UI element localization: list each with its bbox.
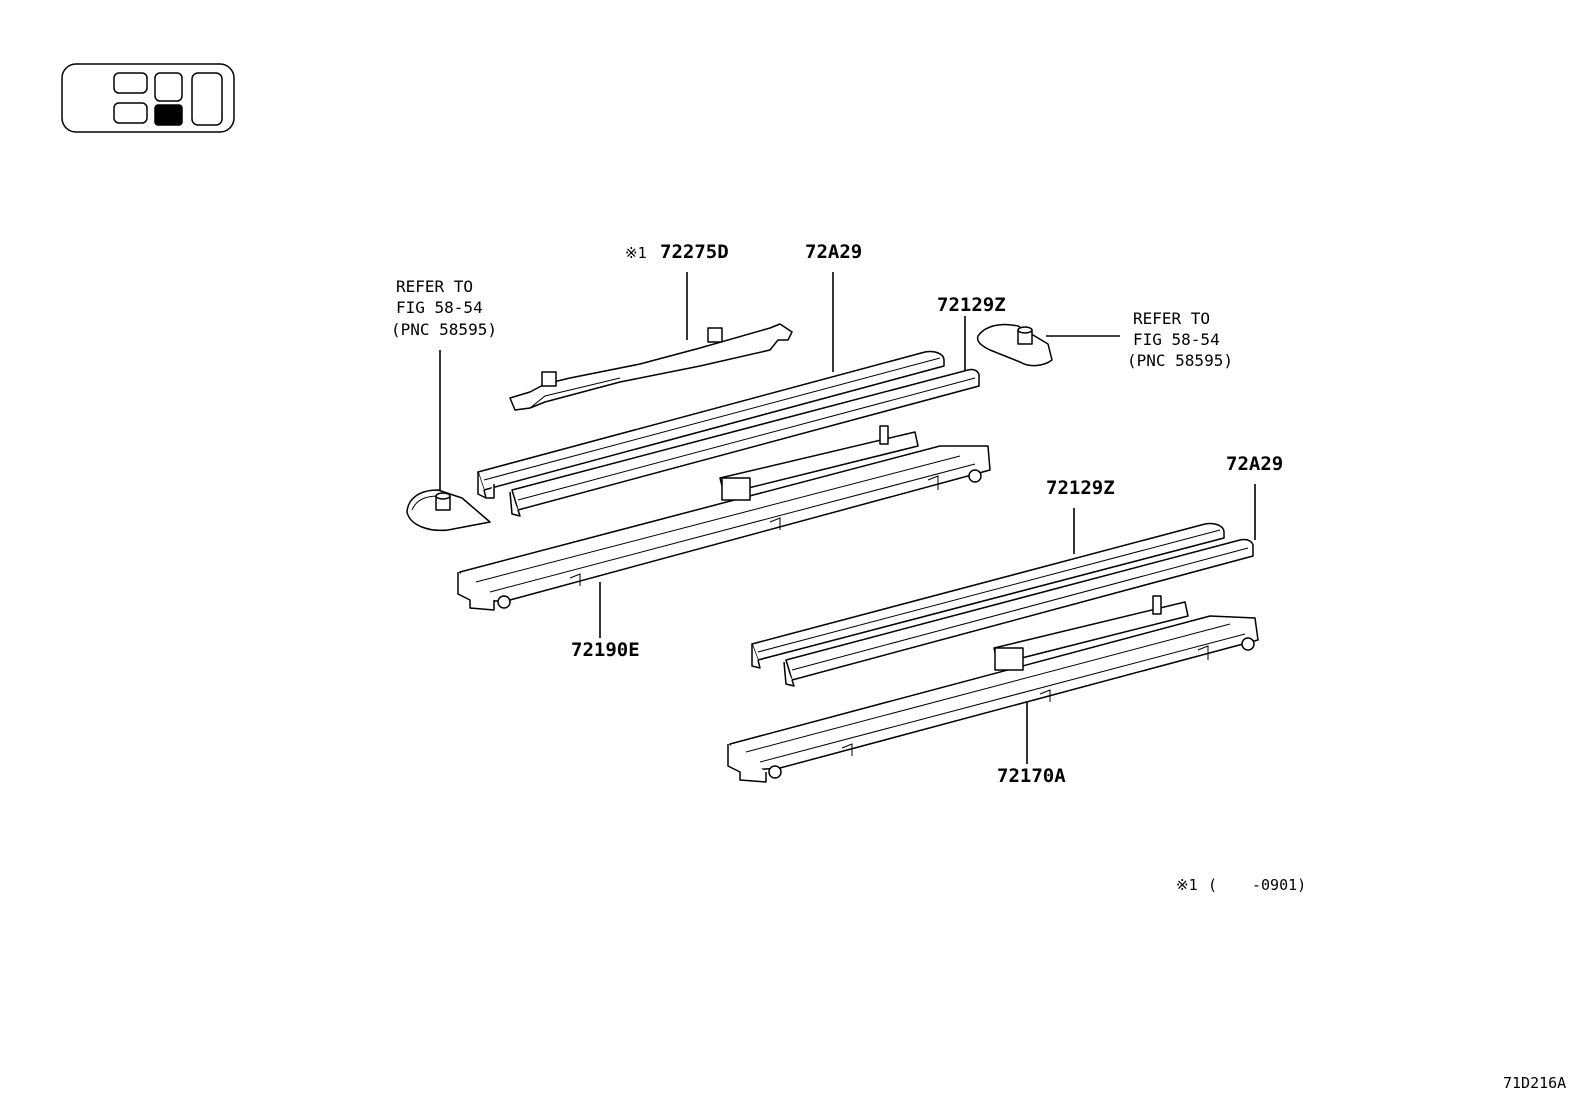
callout-72A29-lower: 72A29 xyxy=(1226,453,1283,475)
right-end-cap xyxy=(976,323,1053,367)
callout-72170A: 72170A xyxy=(997,765,1066,787)
refer-left-line3: (PNC 58595) xyxy=(391,320,497,339)
upper-shade-assembly-72190E xyxy=(457,425,991,611)
refer-left-line2: FIG 58-54 xyxy=(396,298,483,317)
refer-right-line3: (PNC 58595) xyxy=(1127,351,1233,370)
footnote: ※1 ( -0901) xyxy=(1176,876,1306,894)
callout-72275D-mark: ※1 xyxy=(625,244,647,262)
callout-72129Z-upper: 72129Z xyxy=(937,294,1006,316)
refer-note-left: REFER TO FIG 58-54 (PNC 58595) xyxy=(391,277,497,339)
lower-shade-assembly-72170A xyxy=(727,595,1259,783)
callout-72275D: 72275D xyxy=(660,241,729,263)
lower-trim-rails xyxy=(751,522,1254,687)
refer-right-line1: REFER TO xyxy=(1133,309,1210,328)
refer-note-right: REFER TO FIG 58-54 (PNC 58595) xyxy=(1127,309,1233,370)
callout-72190E: 72190E xyxy=(571,639,640,661)
left-end-cap xyxy=(406,489,491,532)
footnote-range: -0901) xyxy=(1252,876,1306,894)
refer-right-line2: FIG 58-54 xyxy=(1133,330,1220,349)
callout-72129Z-lower: 72129Z xyxy=(1046,477,1115,499)
leader-lines xyxy=(439,272,1256,764)
callout-72A29-upper: 72A29 xyxy=(805,241,862,263)
upper-trim-rails xyxy=(477,350,980,517)
footnote-mark: ※1 xyxy=(1176,876,1198,894)
figure-code: 71D216A xyxy=(1503,1074,1566,1092)
footnote-open-paren: ( xyxy=(1208,876,1217,894)
seat-locator-icon xyxy=(61,63,235,133)
bracket-72275D xyxy=(509,323,793,411)
refer-left-line1: REFER TO xyxy=(396,277,473,296)
